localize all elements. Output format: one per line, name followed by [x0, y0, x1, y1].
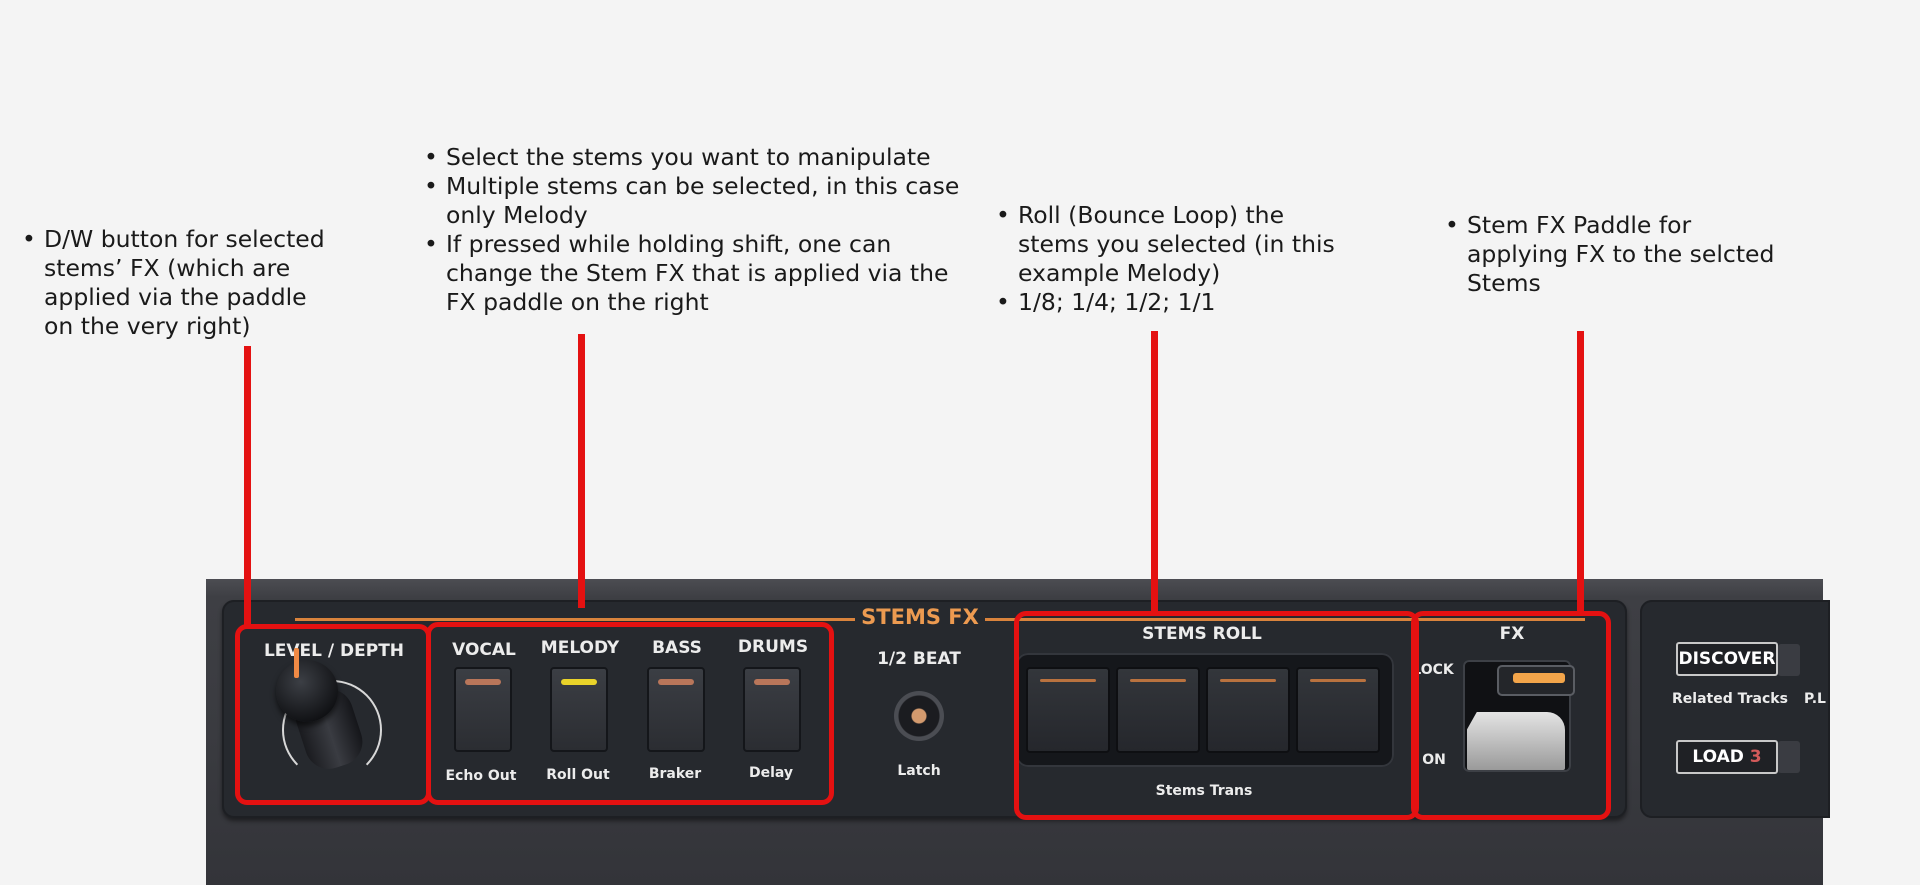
stem-sub-delay: Delay [748, 765, 794, 781]
fx-label: FX [1499, 624, 1525, 644]
annotation-paddle: Stem FX Paddle for applying FX to the se… [1445, 211, 1775, 298]
stem-led [658, 679, 694, 685]
annotation-dw: D/W button for selected stems’ FX (which… [22, 225, 342, 341]
lock-label: LOCK [1412, 662, 1454, 678]
discover-side-key[interactable] [1778, 644, 1800, 676]
half-beat-button[interactable] [894, 691, 944, 741]
highlight-fx-paddle [1411, 611, 1611, 820]
related-tracks-label: Related Tracks [1672, 691, 1788, 707]
annotation-bullet: D/W button for selected stems’ FX (which… [22, 225, 342, 341]
annotation-bullet: Multiple stems can be selected, in this … [424, 172, 964, 230]
leader-line-stems [578, 334, 585, 608]
pl-label: P.L [1804, 691, 1826, 707]
stem-label-vocal: VOCAL [452, 640, 516, 660]
roll-pad-led [1220, 679, 1276, 682]
roll-pad-2[interactable] [1116, 667, 1200, 753]
roll-pad-led [1310, 679, 1366, 682]
leader-line-paddle [1577, 331, 1584, 611]
annotation-stems: Select the stems you want to manipulate … [424, 143, 964, 317]
load-side-key[interactable] [1778, 741, 1800, 773]
roll-pad-led [1130, 679, 1186, 682]
highlight-stem-buttons [426, 622, 834, 805]
stem-button-bass[interactable] [647, 667, 705, 752]
load-number: 3 [1749, 747, 1762, 767]
highlight-stems-roll [1014, 611, 1419, 820]
stems-roll-label: STEMS ROLL [1142, 624, 1262, 644]
stem-label-drums: DRUMS [737, 637, 809, 657]
leader-line-roll [1151, 331, 1158, 611]
annotation-bullet: Stem FX Paddle for applying FX to the se… [1445, 211, 1775, 298]
roll-pad-4[interactable] [1296, 667, 1380, 753]
stems-trans-label: Stems Trans [1155, 783, 1253, 799]
annotation-bullet: Roll (Bounce Loop) the stems you selecte… [996, 201, 1356, 288]
latch-label: Latch [897, 763, 941, 779]
load-button[interactable]: LOAD 3 [1676, 740, 1778, 774]
stem-sub-roll-out: Roll Out [546, 767, 610, 783]
discover-button[interactable]: DISCOVER [1676, 642, 1778, 676]
stem-button-vocal[interactable] [454, 667, 512, 752]
annotation-bullet: Select the stems you want to manipulate [424, 143, 964, 172]
leader-line-dw [244, 346, 251, 629]
roll-pad-led [1040, 679, 1096, 682]
stem-led [465, 679, 501, 685]
on-label: ON [1422, 752, 1446, 768]
highlight-knob [235, 624, 431, 805]
half-beat-label: 1/2 BEAT [877, 649, 961, 669]
stems-fx-rule-right [985, 618, 1585, 621]
annotation-bullet: 1/8; 1/4; 1/2; 1/1 [996, 288, 1356, 317]
stems-fx-rule-left [295, 618, 855, 621]
stem-led [561, 679, 597, 685]
stem-sub-echo-out: Echo Out [445, 768, 517, 784]
roll-pad-3[interactable] [1206, 667, 1290, 753]
stem-led [754, 679, 790, 685]
fx-paddle-led [1513, 673, 1565, 683]
fx-paddle-lock[interactable] [1497, 665, 1575, 696]
knob-marker [294, 648, 299, 678]
stem-sub-braker: Braker [648, 766, 702, 782]
stem-label-melody: MELODY [540, 638, 620, 658]
annotation-roll: Roll (Bounce Loop) the stems you selecte… [996, 201, 1356, 317]
stems-fx-title: STEMS FX [861, 605, 979, 629]
load-label: LOAD [1692, 747, 1744, 767]
stem-label-bass: BASS [652, 638, 702, 658]
level-depth-knob[interactable] [276, 660, 338, 722]
roll-pad-1[interactable] [1026, 667, 1110, 753]
fx-paddle[interactable] [1467, 712, 1565, 770]
annotation-bullet: If pressed while holding shift, one can … [424, 230, 964, 317]
stem-button-melody[interactable] [550, 667, 608, 752]
stem-button-drums[interactable] [743, 667, 801, 752]
browse-panel [1640, 600, 1830, 818]
